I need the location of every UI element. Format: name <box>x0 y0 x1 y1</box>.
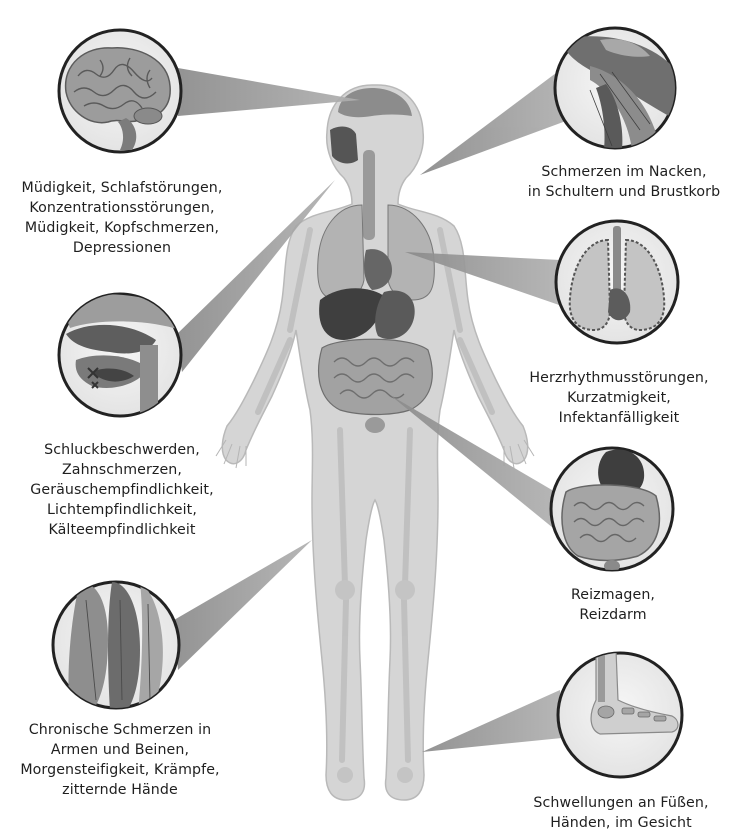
caption-brain: Müdigkeit, Schlafstörungen, Konzentratio… <box>2 178 242 258</box>
human-body-figure <box>216 85 534 800</box>
beam-shoulder <box>420 70 574 175</box>
caption-line: Chronische Schmerzen in <box>2 720 238 740</box>
beam-foot <box>422 690 562 752</box>
caption-line: Herzrhythmusstörungen, <box>508 368 730 388</box>
caption-line: Schwellungen an Füßen, <box>518 793 724 813</box>
caption-line: Depressionen <box>2 238 242 258</box>
caption-head-section: Schluckbeschwerden, Zahnschmerzen, Geräu… <box>4 440 240 540</box>
caption-line: Schmerzen im Nacken, <box>518 162 730 182</box>
caption-line: Müdigkeit, Schlafstörungen, <box>2 178 242 198</box>
callout-circle-leg-muscles <box>53 582 179 712</box>
caption-shoulder: Schmerzen im Nacken, in Schultern und Br… <box>518 162 730 202</box>
caption-line: Morgensteifigkeit, Krämpfe, <box>2 760 238 780</box>
caption-line: Lichtempfindlichkeit, <box>4 500 240 520</box>
leg-muscle-icon <box>68 582 162 712</box>
body-trachea <box>363 150 375 240</box>
caption-line: in Schultern und Brustkorb <box>518 182 730 202</box>
caption-digestive: Reizmagen, Reizdarm <box>548 585 678 625</box>
beam-leg <box>174 540 312 670</box>
callout-circle-shoulder <box>555 28 676 150</box>
caption-line: Infektanfälligkeit <box>508 408 730 428</box>
callout-circle-lungs <box>556 221 678 343</box>
caption-line: Reizdarm <box>548 605 678 625</box>
caption-line: Schluckbeschwerden, <box>4 440 240 460</box>
callout-circle-head-section <box>59 294 181 416</box>
caption-line: Kurzatmigkeit, <box>508 388 730 408</box>
caption-line: Reizmagen, <box>548 585 678 605</box>
caption-line: Händen, im Gesicht <box>518 813 724 833</box>
caption-line: Geräuschempfindlichkeit, <box>4 480 240 500</box>
caption-foot: Schwellungen an Füßen, Händen, im Gesich… <box>518 793 724 833</box>
caption-line: Zahnschmerzen, <box>4 460 240 480</box>
caption-lungs: Herzrhythmusstörungen, Kurzatmigkeit, In… <box>508 368 730 428</box>
caption-leg-muscles: Chronische Schmerzen in Armen und Beinen… <box>2 720 238 800</box>
callout-circle-brain <box>59 30 181 152</box>
caption-line: zitternde Hände <box>2 780 238 800</box>
callout-circle-digestive <box>551 448 673 572</box>
body-nasal-cavity <box>330 127 358 164</box>
callout-circle-foot <box>558 650 682 777</box>
caption-line: Kälteempfindlichkeit <box>4 520 240 540</box>
body-bladder <box>365 417 385 433</box>
caption-line: Armen und Beinen, <box>2 740 238 760</box>
caption-line: Konzentrationsstörungen, <box>2 198 242 218</box>
caption-line: Müdigkeit, Kopfschmerzen, <box>2 218 242 238</box>
